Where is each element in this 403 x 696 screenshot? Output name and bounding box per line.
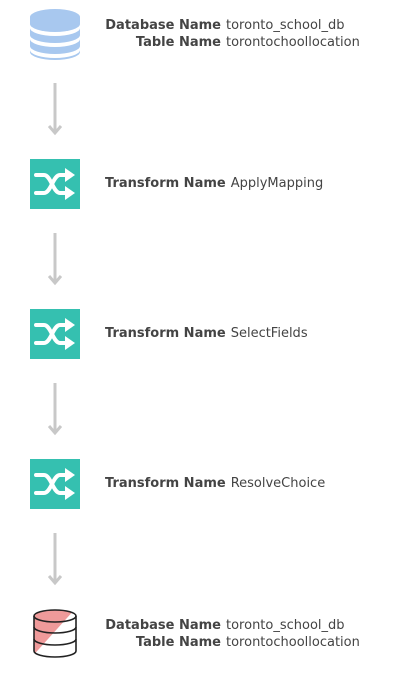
source-meta: Database Name toronto_school_db Table Na… <box>105 17 360 51</box>
arrow-down-icon <box>48 533 62 586</box>
source-node[interactable]: Database Name toronto_school_db Table Na… <box>0 8 403 62</box>
table-name-value: torontochoollocation <box>226 635 360 650</box>
arrow-down-icon <box>48 83 62 136</box>
transform-meta: Transform Name SelectFields <box>105 325 308 342</box>
transform-node[interactable]: Transform Name ResolveChoice <box>0 458 403 512</box>
arrow-down-icon <box>48 233 62 286</box>
database-name-label: Database Name <box>105 18 221 33</box>
transform-meta: Transform Name ApplyMapping <box>105 175 323 192</box>
database-target-icon <box>33 609 77 658</box>
table-name-label: Table Name <box>135 635 221 650</box>
transform-name-label: Transform Name <box>105 176 226 191</box>
transform-name-label: Transform Name <box>105 326 226 341</box>
shuffle-icon <box>30 159 80 209</box>
transform-name-value: ApplyMapping <box>230 176 324 191</box>
transform-name-value: ResolveChoice <box>230 476 326 491</box>
database-name-label: Database Name <box>105 618 221 633</box>
database-icon <box>30 9 80 60</box>
shuffle-icon <box>30 309 80 359</box>
table-name-value: torontochoollocation <box>226 35 360 50</box>
transform-node[interactable]: Transform Name SelectFields <box>0 308 403 362</box>
shuffle-icon <box>30 459 80 509</box>
transform-meta: Transform Name ResolveChoice <box>105 475 325 492</box>
database-name-value: toronto_school_db <box>226 18 345 33</box>
transform-name-label: Transform Name <box>105 476 226 491</box>
target-meta: Database Name toronto_school_db Table Na… <box>105 617 360 651</box>
transform-node[interactable]: Transform Name ApplyMapping <box>0 158 403 212</box>
transform-name-value: SelectFields <box>230 326 308 341</box>
table-name-label: Table Name <box>135 35 221 50</box>
arrow-down-icon <box>48 383 62 436</box>
target-node[interactable]: Database Name toronto_school_db Table Na… <box>0 608 403 662</box>
database-name-value: toronto_school_db <box>226 618 345 633</box>
